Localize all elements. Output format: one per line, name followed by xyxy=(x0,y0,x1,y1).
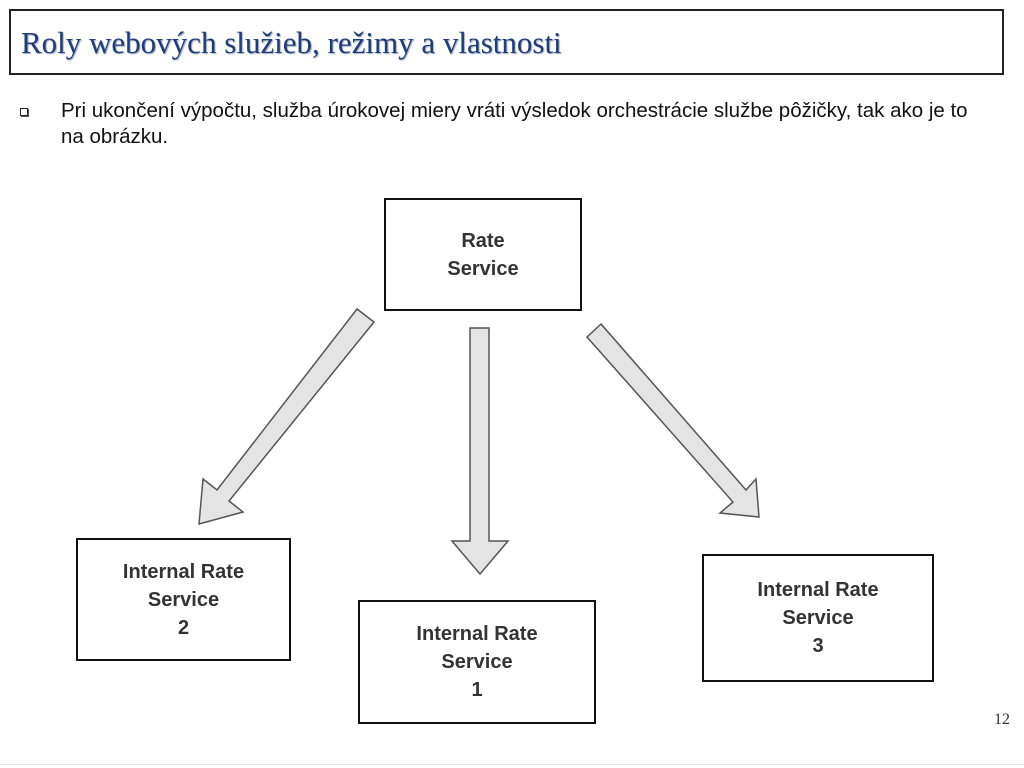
rate-service-box: Rate Service xyxy=(384,198,582,311)
rate-service-label: Rate Service xyxy=(447,229,519,280)
slide-title: Roly webových služieb, režimy a vlastnos… xyxy=(21,25,562,60)
arrow-to-service-3 xyxy=(585,322,760,518)
internal-rate-service-2-box: Internal Rate Service 2 xyxy=(76,538,291,661)
internal-rate-service-3-label: Internal Rate Service 3 xyxy=(757,579,879,657)
internal-rate-service-1-label: Internal Rate Service 1 xyxy=(416,623,538,701)
title-box: Roly webových služieb, režimy a vlastnos… xyxy=(9,9,1004,75)
bottom-divider xyxy=(0,764,1024,765)
bullet-text: Pri ukončení výpočtu, služba úrokovej mi… xyxy=(61,99,968,148)
arrow-to-service-2 xyxy=(198,307,376,526)
internal-rate-service-3-box: Internal Rate Service 3 xyxy=(702,554,934,682)
page-number: 12 xyxy=(994,711,1010,728)
internal-rate-service-1-box: Internal Rate Service 1 xyxy=(358,600,596,724)
bullet-square-icon xyxy=(20,108,28,116)
internal-rate-service-2-label: Internal Rate Service 2 xyxy=(122,560,245,639)
arrow-to-service-1 xyxy=(450,327,510,576)
